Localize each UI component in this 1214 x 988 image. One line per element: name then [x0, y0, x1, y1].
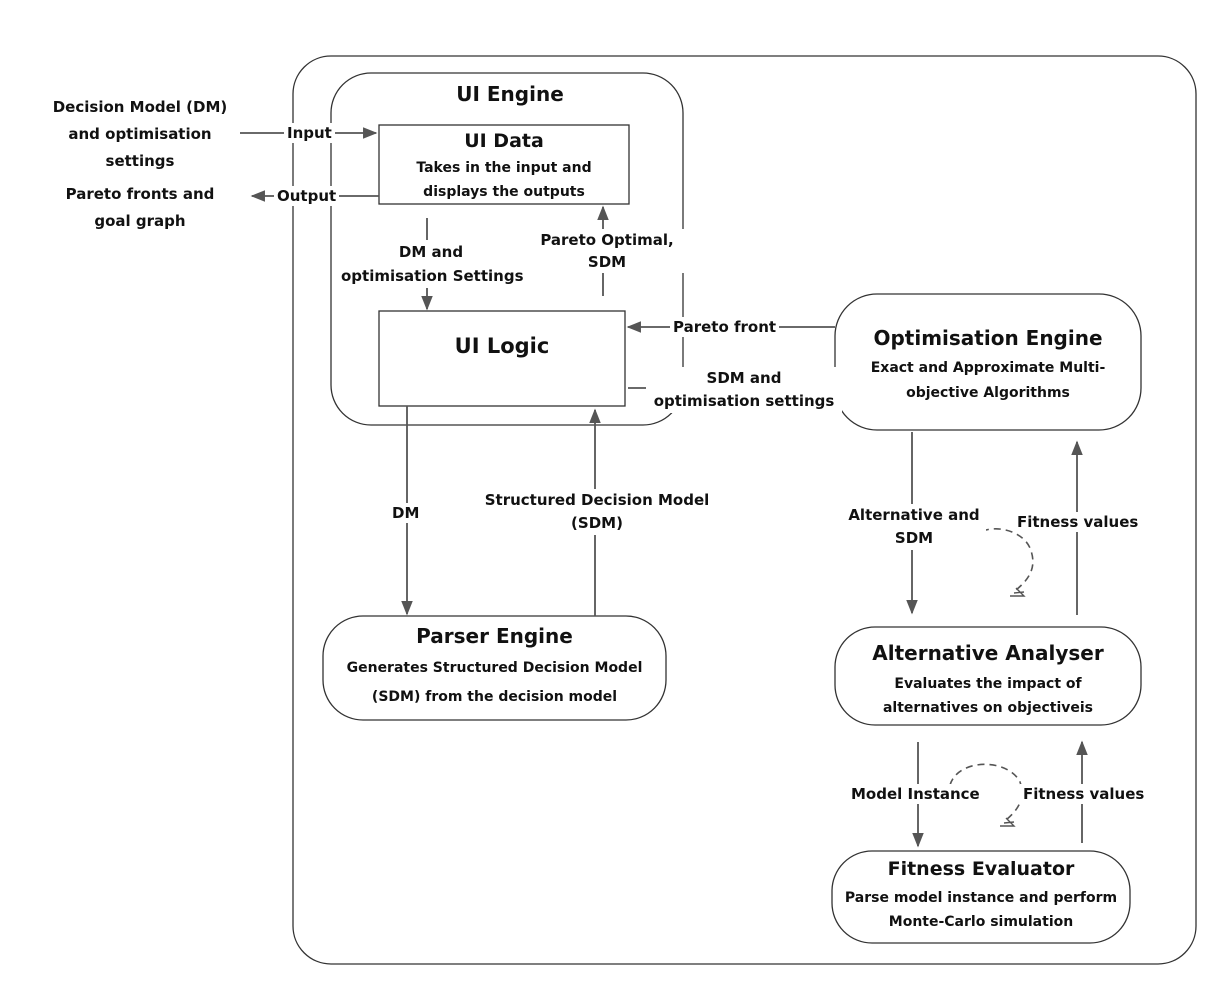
fitness-evaluator-desc-line-2: Monte-Carlo simulation [888, 914, 1074, 930]
sdm-settings-label: SDM and optimisation settings [646, 367, 842, 413]
input-source-line-1: Decision Model (DM) [52, 98, 228, 116]
optimisation-engine-box [834, 293, 1142, 431]
sdm-structured-line-2: (SDM) [571, 514, 623, 532]
alternative-analyser-desc-line-1: Evaluates the impact of [894, 676, 1082, 692]
parser-engine-title: Parser Engine [416, 624, 573, 648]
output-flow-label: Output [274, 186, 340, 206]
ui-logic-box [378, 310, 626, 407]
alternative-sdm-line-1: Alternative and [848, 506, 980, 524]
ui-engine-title: UI Engine [456, 82, 564, 106]
fitness-evaluator-description: Parse model instance and perform Monte-C… [832, 886, 1130, 934]
parser-engine-description: Generates Structured Decision Model (SDM… [323, 654, 666, 712]
loop-upper-icon [965, 528, 1034, 591]
loop-lower-arrowhead-icon [1000, 817, 1016, 827]
input-source-line-2: and optimisation [68, 125, 212, 143]
ui-data-title: UI Data [464, 130, 544, 152]
optimisation-engine-desc-line-1: Exact and Approximate Multi- [870, 360, 1106, 376]
pareto-optimal-line-1: Pareto Optimal, [540, 231, 674, 249]
ui-data-desc-line-1: Takes in the input and [416, 160, 592, 176]
dm-settings-line-2: optimisation Settings [341, 267, 524, 285]
fitness-evaluator-box [831, 850, 1131, 944]
input-source-line-3: settings [105, 152, 175, 170]
ui-data-description: Takes in the input and displays the outp… [379, 156, 629, 204]
ui-data-desc-line-2: displays the outputs [423, 184, 585, 200]
pareto-optimal-label: Pareto Optimal, SDM [528, 229, 686, 273]
output-target-line-1: Pareto fronts and [65, 185, 215, 203]
optimisation-engine-title: Optimisation Engine [873, 326, 1103, 350]
input-flow-label: Input [284, 123, 335, 143]
system-container [292, 55, 1197, 965]
optimisation-engine-description: Exact and Approximate Multi- objective A… [835, 356, 1141, 406]
alternative-analyser-desc-line-2: alternatives on objectiveis [882, 700, 1093, 716]
sdm-structured-line-1: Structured Decision Model [484, 491, 710, 509]
ui-data-box [378, 124, 630, 205]
dm-flow-label: DM [389, 503, 423, 523]
parser-engine-desc-line-1: Generates Structured Decision Model [346, 660, 643, 676]
output-target-line-2: goal graph [94, 212, 186, 230]
fitness-evaluator-desc-line-1: Parse model instance and perform [844, 890, 1118, 906]
input-source-label: Decision Model (DM) and optimisation set… [30, 94, 250, 175]
dm-settings-line-1: DM and [398, 243, 464, 261]
sdm-settings-line-2: optimisation settings [653, 392, 835, 410]
optimisation-engine-desc-line-2: objective Algorithms [906, 385, 1070, 401]
pareto-optimal-line-2: SDM [587, 253, 627, 271]
alternative-sdm-line-2: SDM [894, 529, 934, 547]
ui-logic-title: UI Logic [454, 334, 550, 358]
sdm-structured-label: Structured Decision Model (SDM) [478, 489, 716, 535]
parser-engine-box [322, 615, 667, 721]
alternative-analyser-description: Evaluates the impact of alternatives on … [835, 672, 1141, 720]
alternative-analyser-box [834, 626, 1142, 726]
model-instance-label: Model Instance [848, 784, 983, 804]
loop-upper-arrowhead-icon [1010, 587, 1026, 597]
alternative-sdm-label: Alternative and SDM [842, 504, 986, 550]
fitness-values-upper-label: Fitness values [1014, 512, 1142, 532]
fitness-values-lower-label: Fitness values [1020, 784, 1148, 804]
loop-lower-icon [949, 763, 1023, 821]
sdm-settings-line-1: SDM and [706, 369, 782, 387]
dm-settings-label: DM and optimisation Settings [338, 240, 524, 288]
pareto-front-label: Pareto front [670, 317, 780, 337]
parser-engine-desc-line-2: (SDM) from the decision model [371, 689, 618, 705]
output-target-label: Pareto fronts and goal graph [40, 181, 240, 235]
alternative-analyser-title: Alternative Analyser [872, 641, 1104, 665]
fitness-evaluator-title: Fitness Evaluator [887, 858, 1075, 880]
